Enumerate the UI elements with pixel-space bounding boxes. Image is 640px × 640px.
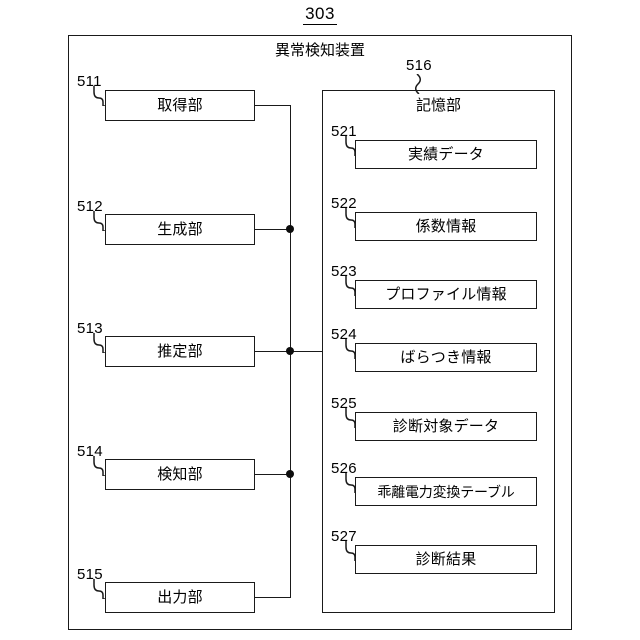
unit-box-511[interactable]: 取得部: [105, 90, 255, 121]
storage-item-524[interactable]: ばらつき情報: [355, 343, 537, 372]
junction-dot-514: [286, 470, 294, 478]
ref-label-516: 516: [406, 57, 432, 74]
ref-label-522: 522: [331, 195, 357, 212]
ref-label-512: 512: [77, 198, 103, 215]
storage-frame: [322, 90, 555, 613]
storage-item-523[interactable]: プロファイル情報: [355, 280, 537, 309]
ref-label-521: 521: [331, 123, 357, 140]
figure-number-text: 303: [303, 4, 337, 25]
unit-box-513[interactable]: 推定部: [105, 336, 255, 367]
device-title: 異常検知装置: [274, 42, 365, 59]
wire-514-stub: [255, 474, 291, 475]
unit-box-514[interactable]: 検知部: [105, 459, 255, 490]
storage-item-521[interactable]: 実績データ: [355, 140, 537, 169]
storage-item-527[interactable]: 診断結果: [355, 545, 537, 574]
wire-515-stub: [255, 597, 291, 598]
ref-label-523: 523: [331, 263, 357, 280]
ref-label-526: 526: [331, 460, 357, 477]
ref-label-527: 527: [331, 528, 357, 545]
storage-title: 記憶部: [415, 97, 461, 114]
wire-513-stub: [255, 351, 291, 352]
ref-label-513: 513: [77, 320, 103, 337]
ref-label-515: 515: [77, 566, 103, 583]
ref-label-525: 525: [331, 395, 357, 412]
storage-item-526[interactable]: 乖離電力変換テーブル: [355, 477, 537, 506]
junction-dot-512: [286, 225, 294, 233]
wire-bus-to-storage: [290, 351, 323, 352]
wire-512-stub: [255, 229, 291, 230]
device-frame: [68, 35, 572, 630]
wire-511-stub: [255, 105, 291, 106]
unit-box-515[interactable]: 出力部: [105, 582, 255, 613]
ref-label-514: 514: [77, 443, 103, 460]
ref-label-524: 524: [331, 326, 357, 343]
unit-box-512[interactable]: 生成部: [105, 214, 255, 245]
storage-item-525[interactable]: 診断対象データ: [355, 412, 537, 441]
junction-dot-513: [286, 347, 294, 355]
ref-label-511: 511: [77, 73, 102, 90]
figure-number: 303: [0, 4, 640, 25]
storage-item-522[interactable]: 係数情報: [355, 212, 537, 241]
